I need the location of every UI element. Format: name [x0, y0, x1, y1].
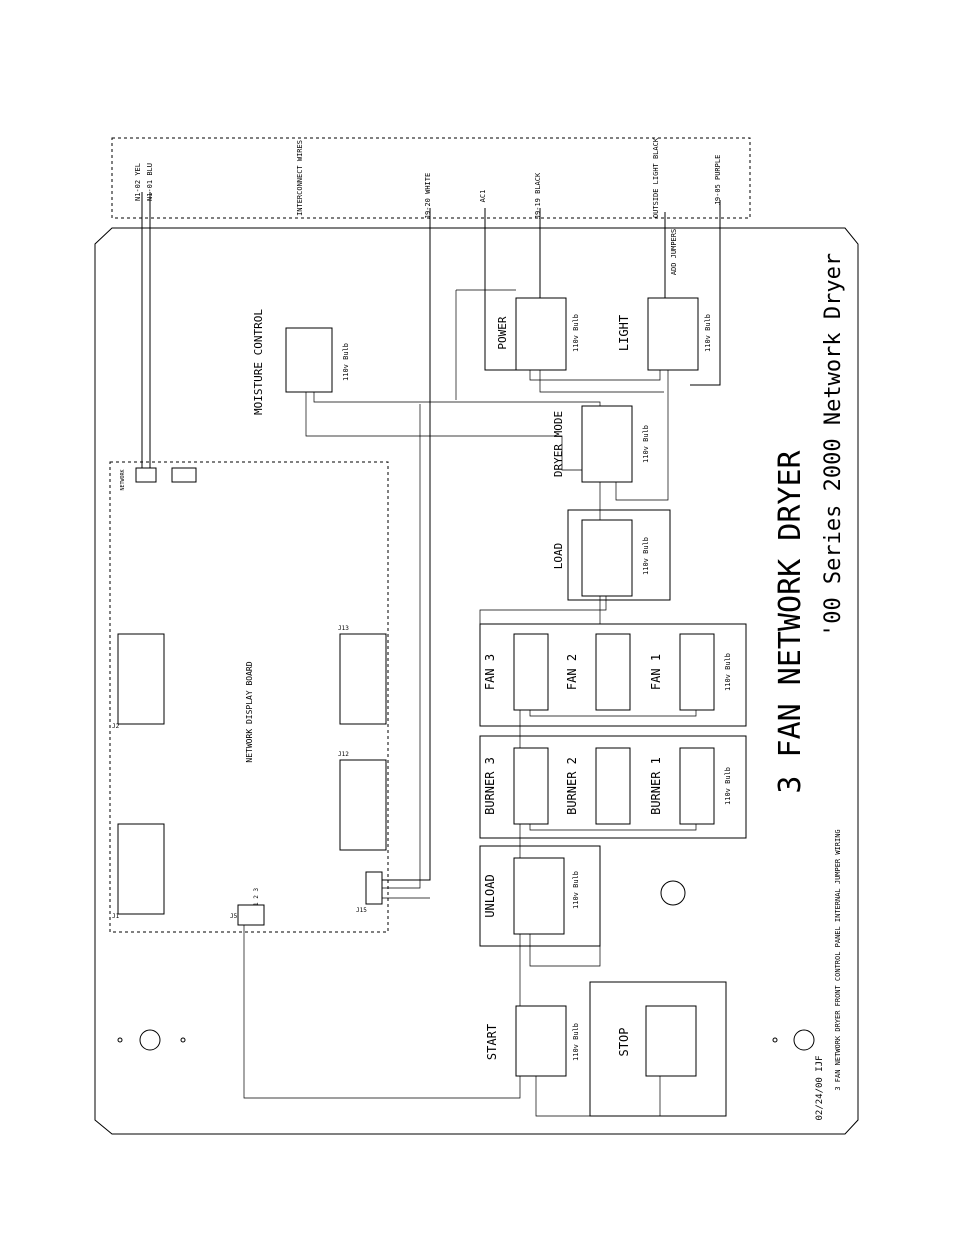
add-jumpers-note: ADD JUMPERS — [670, 229, 678, 275]
module-dryer-mode — [581, 405, 633, 483]
module-light — [647, 297, 699, 371]
wire-ac1 — [484, 208, 520, 371]
jumper-wires — [243, 289, 697, 1117]
load-bulb-label: 110v Bulb — [642, 537, 650, 575]
diagram-title: 3 FAN NETWORK DRYER — [773, 449, 808, 793]
wire-label-j905: J9-05 PURPLE — [714, 155, 722, 206]
network-connector — [135, 467, 157, 483]
wire-label-j919: J9-19 BLACK — [534, 172, 542, 219]
screw-1 — [117, 1037, 123, 1043]
connector-j1-label: J1 — [112, 913, 120, 920]
screw-3 — [772, 1037, 778, 1043]
moisture-bulb-label: 110v Bulb — [342, 343, 350, 381]
power-label: POWER — [496, 316, 509, 349]
connector-j12 — [339, 759, 387, 851]
module-start — [515, 1005, 567, 1077]
connector-j2-label: J2 — [112, 723, 120, 730]
module-moisture-control — [285, 327, 333, 393]
fan-frame — [479, 623, 747, 727]
fan-bulb-label: 110v Bulb — [724, 653, 732, 691]
fan3-label: FAN 3 — [483, 654, 497, 690]
network-display-board — [109, 461, 389, 933]
interconnect-label: INTERCONNECT WIRES — [296, 140, 304, 216]
connector-j5-label: J5 — [230, 913, 238, 920]
burner-bulb-label: 110v Bulb — [724, 767, 732, 805]
fan2-label: FAN 2 — [565, 654, 579, 690]
module-burner2 — [595, 747, 631, 825]
light-label: LIGHT — [617, 315, 631, 351]
dryer-mode-label: DRYER MODE — [552, 411, 565, 477]
wire-label-n101: N1-01 BLU — [146, 163, 154, 201]
wire-label-outside-light: OUTSIDE LIGHT BLACK — [652, 137, 660, 218]
burner1-label: BURNER 1 — [649, 757, 663, 815]
mount-hole-1 — [139, 1029, 161, 1051]
screw-2 — [180, 1037, 186, 1043]
start-bulb-label: 110v Bulb — [572, 1023, 580, 1061]
burner2-label: BURNER 2 — [565, 757, 579, 815]
board-label: NETWORK DISPLAY BOARD — [245, 661, 254, 762]
connector-j2 — [117, 633, 165, 725]
module-fan1 — [679, 633, 715, 711]
revision-date: 02/24/00 IJF — [815, 1055, 825, 1120]
network-label: NETWORK — [120, 469, 126, 490]
mount-hole-2 — [660, 880, 686, 906]
module-fan2 — [595, 633, 631, 711]
unload-label: UNLOAD — [483, 874, 497, 917]
connector-j13 — [339, 633, 387, 725]
aux-connector — [171, 467, 197, 483]
connector-j13-label: J13 — [338, 625, 349, 632]
module-burner1 — [679, 747, 715, 825]
load-frame — [567, 509, 671, 601]
connector-j15-label: J15 — [356, 907, 367, 914]
power-bulb-label: 110v Bulb — [572, 314, 580, 352]
drawing-caption: 3 FAN NETWORK DRYER FRONT CONTROL PANEL … — [834, 829, 842, 1090]
dryer-mode-bulb-label: 110v Bulb — [642, 425, 650, 463]
module-power — [515, 297, 567, 371]
wire-j920 — [380, 208, 431, 881]
unload-bulb-label: 110v Bulb — [572, 871, 580, 909]
burner-frame — [479, 735, 747, 839]
panel-outline — [94, 227, 859, 1135]
light-bulb-label: 110v Bulb — [704, 314, 712, 352]
wire-label-j920: J9-20 WHITE — [424, 173, 432, 219]
module-load — [581, 519, 633, 597]
start-label: START — [485, 1024, 499, 1060]
fan1-label: FAN 1 — [649, 654, 663, 690]
connector-j15 — [365, 871, 383, 905]
connector-j5-pins: 1 2 3 — [253, 888, 260, 906]
module-burner3 — [513, 747, 549, 825]
connector-j1 — [117, 823, 165, 915]
load-label: LOAD — [552, 543, 565, 570]
module-unload — [513, 857, 565, 935]
burner3-label: BURNER 3 — [483, 757, 497, 815]
connector-j5 — [237, 904, 265, 926]
wire-j905 — [690, 200, 721, 386]
moisture-control-label: MOISTURE CONTROL — [252, 309, 265, 415]
interconnect-box — [111, 137, 751, 219]
stop-label: STOP — [617, 1028, 631, 1057]
wire-label-ac1: AC1 — [479, 190, 487, 203]
module-stop — [645, 1005, 697, 1077]
module-fan3 — [513, 633, 549, 711]
mount-hole-3 — [793, 1029, 815, 1051]
connector-j12-label: J12 — [338, 751, 349, 758]
wire-label-n102: N1-02 YEL — [134, 163, 142, 201]
diagram-subtitle: '00 Series 2000 Network Dryer — [821, 253, 846, 637]
